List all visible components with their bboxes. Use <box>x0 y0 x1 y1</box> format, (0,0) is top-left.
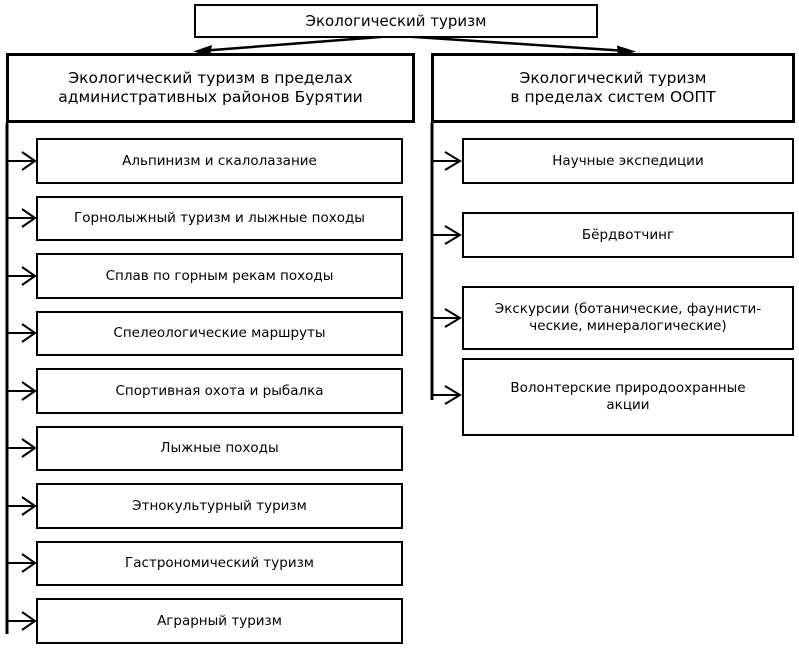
branch-header-administrative-districts[interactable]: Экологический туризм в пределах админист… <box>6 53 415 123</box>
leaf-label-left-1: Альпинизм и скалолазание <box>122 152 317 169</box>
leaf-label-left-6: Лыжные походы <box>160 440 279 457</box>
left-branch-arrows <box>7 160 33 622</box>
leaf-label-left-8: Гастрономический туризм <box>125 555 314 572</box>
leaf-label-left-9: Аграрный туризм <box>157 612 282 629</box>
leaf-node-left-9[interactable]: Аграрный туризм <box>36 598 403 644</box>
leaf-node-left-1[interactable]: Альпинизм и скалолазание <box>36 138 403 184</box>
leaf-label-left-3: Сплав по горным рекам походы <box>105 267 334 284</box>
leaf-node-right-2[interactable]: Бёрдвотчинг <box>462 212 794 258</box>
root-node-label: Экологический туризм <box>305 11 487 30</box>
right-branch-arrows <box>432 160 458 396</box>
leaf-node-left-5[interactable]: Спортивная охота и рыбалка <box>36 368 403 414</box>
leaf-label-right-1: Научные экспедиции <box>552 152 704 169</box>
leaf-node-right-3[interactable]: Экскурсии (ботанические, фаунисти- чески… <box>462 286 794 350</box>
root-node-ecological-tourism[interactable]: Экологический туризм <box>194 4 598 38</box>
leaf-node-left-8[interactable]: Гастрономический туризм <box>36 541 403 586</box>
leaf-label-left-4: Спелеологические маршруты <box>113 325 326 342</box>
leaf-label-left-2: Горнолыжный туризм и лыжные походы <box>74 210 365 227</box>
leaf-node-left-3[interactable]: Сплав по горным рекам походы <box>36 253 403 299</box>
leaf-label-right-3: Экскурсии (ботанические, фаунисти- чески… <box>494 301 762 334</box>
left-branch-arrowheads <box>21 151 37 631</box>
leaf-label-right-2: Бёрдвотчинг <box>581 226 675 243</box>
leaf-node-left-6[interactable]: Лыжные походы <box>36 426 403 471</box>
right-branch-arrowheads <box>444 151 462 405</box>
leaf-node-left-7[interactable]: Этнокультурный туризм <box>36 483 403 529</box>
branch-header-protected-areas[interactable]: Экологический туризм в пределах систем О… <box>431 53 795 123</box>
leaf-label-left-7: Этнокультурный туризм <box>132 497 307 514</box>
leaf-label-right-4: Волонтерские природоохранные акции <box>510 380 746 413</box>
leaf-label-left-5: Спортивная охота и рыбалка <box>115 382 324 399</box>
leaf-node-right-4[interactable]: Волонтерские природоохранные акции <box>462 358 794 436</box>
branch-header-label-right: Экологический туризм в пределах систем О… <box>510 68 716 106</box>
leaf-node-right-1[interactable]: Научные экспедиции <box>462 138 794 184</box>
leaf-node-left-2[interactable]: Горнолыжный туризм и лыжные походы <box>36 196 403 241</box>
branch-header-label-left: Экологический туризм в пределах админист… <box>58 68 363 106</box>
leaf-node-left-4[interactable]: Спелеологические маршруты <box>36 311 403 356</box>
